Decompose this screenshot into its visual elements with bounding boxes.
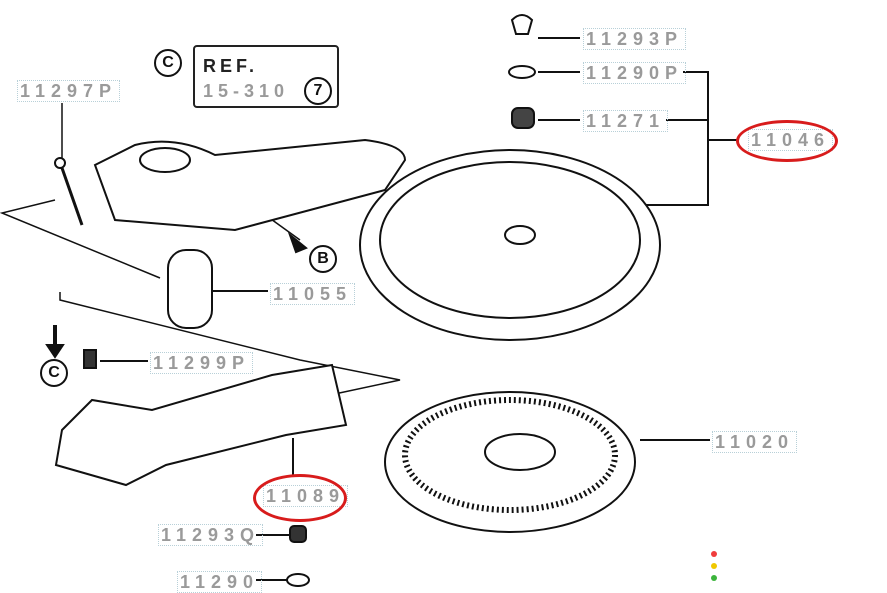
washer-bottom-part [286, 573, 310, 587]
reference-title: REF. [203, 56, 259, 76]
highlight-ring-11046 [736, 120, 838, 162]
highlight-ring-11089 [253, 474, 347, 522]
part-number-11271[interactable]: 11271 [583, 110, 669, 132]
reference-page[interactable]: 15-310 [203, 81, 290, 101]
marker-c-ref: C [154, 49, 182, 77]
part-number-11020[interactable]: 11020 [712, 431, 798, 453]
washer-part [508, 65, 536, 79]
nut-part [289, 525, 307, 543]
air-intake-duct-part [93, 138, 407, 232]
part-number-11297P[interactable]: 11297P [17, 80, 121, 102]
reference-box[interactable] [193, 45, 339, 108]
part-number-11290[interactable]: 11290 [177, 571, 263, 593]
marker-c: C [40, 359, 68, 387]
part-number-11299P[interactable]: 11299P [150, 352, 254, 374]
marker-b: B [309, 245, 337, 273]
air-intake-hose-part [54, 363, 348, 487]
reference-item-marker: 7 [304, 77, 332, 105]
part-number-11293Q[interactable]: 11293Q [158, 524, 264, 546]
hose-spring-part [167, 249, 213, 329]
status-dot-red [711, 551, 717, 557]
bolt-part [83, 349, 97, 369]
status-dot-green [711, 575, 717, 581]
wing-nut-part [510, 14, 534, 35]
leader-11046 [640, 71, 709, 206]
part-number-11290P[interactable]: 11290P [583, 62, 687, 84]
status-dot-yellow [711, 563, 717, 569]
grommet-part [511, 107, 535, 129]
air-cleaner-case-part [359, 149, 661, 341]
part-number-11293P[interactable]: 11293P [583, 28, 687, 50]
part-number-11055[interactable]: 11055 [270, 283, 356, 305]
